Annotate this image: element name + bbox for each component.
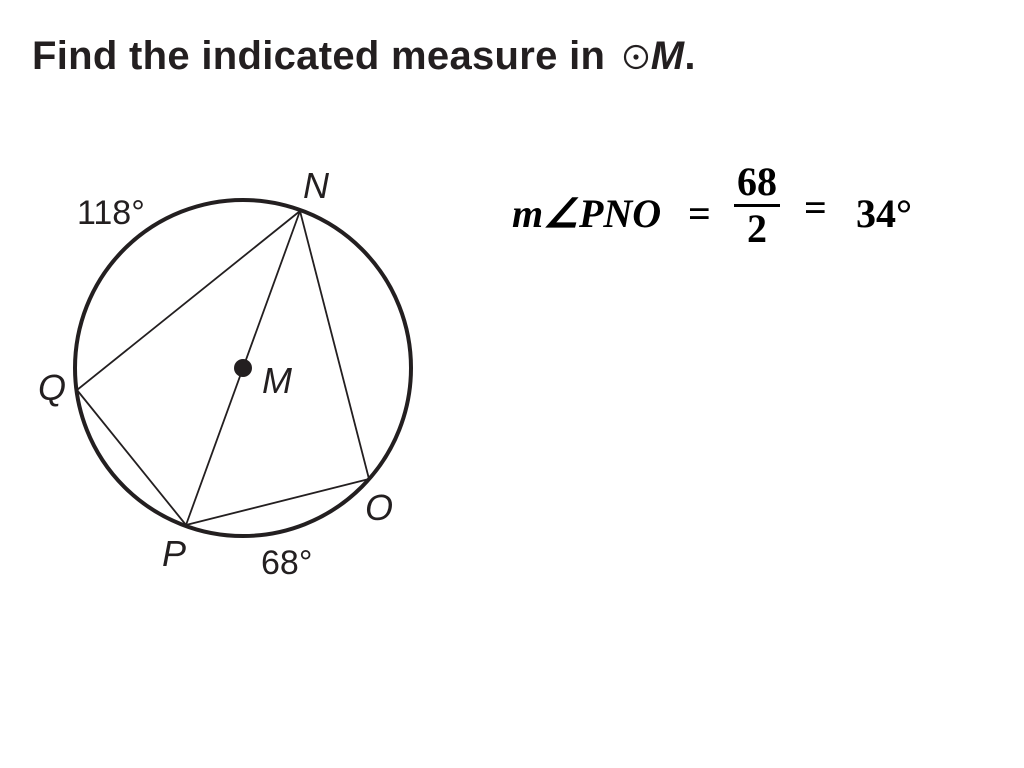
- chord-qp: [76, 389, 187, 526]
- label-o: O: [365, 487, 393, 528]
- label-q: Q: [38, 367, 66, 408]
- equals-sign-2: =: [804, 185, 827, 230]
- arc-label-qn: 118°: [77, 194, 145, 232]
- title-center: M: [650, 34, 685, 78]
- fraction-denominator: 2: [747, 206, 767, 251]
- equation-lhs: m∠PNO: [512, 191, 662, 236]
- circle-dot-icon: [623, 44, 648, 70]
- fraction-numerator: 68: [737, 159, 777, 204]
- label-n: N: [303, 165, 330, 206]
- circle-m: [73, 198, 413, 538]
- chord-no: [299, 210, 370, 480]
- equals-sign: =: [688, 191, 711, 236]
- equation-result: 34°: [856, 191, 912, 236]
- arc-label-po: 68°: [261, 544, 312, 582]
- title-prefix: Find the indicated measure in: [32, 34, 606, 78]
- label-p: P: [162, 533, 186, 574]
- center-point: [234, 359, 252, 377]
- chord-po: [185, 478, 370, 526]
- title-suffix: .: [684, 34, 696, 78]
- chord-nq: [76, 210, 301, 391]
- problem-title: Find the indicated measure in M.: [32, 34, 696, 79]
- fraction-bar: [734, 204, 780, 207]
- fraction: 68 2: [732, 160, 782, 251]
- label-m: M: [262, 360, 292, 401]
